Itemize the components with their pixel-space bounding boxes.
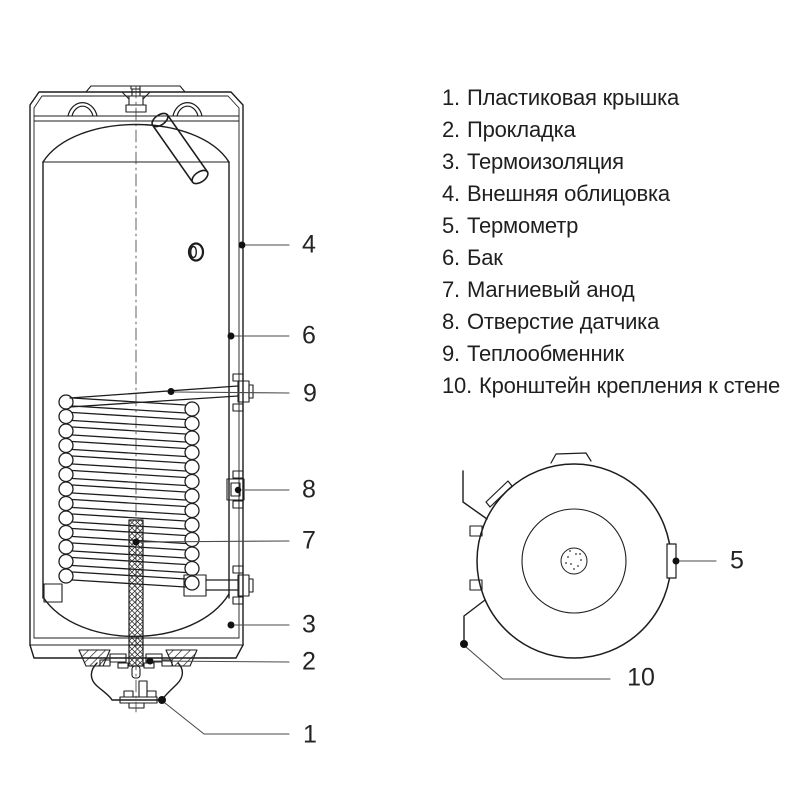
- legend-item: 6.Бак: [442, 242, 780, 274]
- top-view-callout-dots: [460, 557, 680, 648]
- legend-item-number: 10.: [442, 373, 472, 398]
- wall-bracket: [462, 470, 488, 642]
- legend-item: 8.Отверстие датчика: [442, 306, 780, 338]
- main-callout-dots: [132, 241, 246, 704]
- callout-number-1: 1: [303, 720, 317, 749]
- upper-left-tab: [485, 480, 513, 508]
- top-view-anode-port: [560, 547, 588, 575]
- legend-item-number: 7.: [442, 277, 460, 302]
- legend-item-number: 4.: [442, 181, 460, 206]
- top-view: [460, 452, 717, 680]
- inlet-pipe: [151, 112, 209, 185]
- legend-item: 1.Пластиковая крышка: [442, 82, 780, 114]
- callout-number-10: 10: [627, 663, 655, 692]
- main-callout-lines: [139, 244, 290, 735]
- callout-number-2: 2: [302, 647, 316, 676]
- legend-item-number: 2.: [442, 117, 460, 142]
- legend-item: 7.Магниевый анод: [442, 274, 780, 306]
- top-view-outer-circle: [476, 463, 672, 659]
- callout-number-5: 5: [730, 546, 744, 575]
- anode-port-stipple: [565, 550, 582, 570]
- top-tab: [550, 452, 592, 464]
- gasket-left: [78, 649, 111, 667]
- legend-item-number: 8.: [442, 309, 460, 334]
- legend-item: 5.Термометр: [442, 210, 780, 242]
- top-view-inner-circle: [521, 508, 627, 614]
- legend-item-label: Прокладка: [466, 117, 576, 142]
- legend-item-label: Отверстие датчика: [466, 309, 660, 334]
- legend-item-number: 5.: [442, 213, 460, 238]
- legend-item-number: 9.: [442, 341, 460, 366]
- legend: 1.Пластиковая крышка 2.Прокладка 3.Термо…: [442, 82, 780, 402]
- legend-item-number: 1.: [442, 85, 460, 110]
- legend-item-label: Теплообменник: [466, 341, 624, 366]
- legend-item-number: 6.: [442, 245, 460, 270]
- callout-number-9: 9: [303, 379, 317, 408]
- plastic-cover: [90, 662, 184, 709]
- callout-number-3: 3: [302, 610, 316, 639]
- legend-item-label: Бак: [466, 245, 503, 270]
- main-cutaway-view: [29, 85, 290, 735]
- cable-entry-box: [43, 583, 63, 603]
- top-handles: [67, 102, 203, 117]
- legend-item-number: 3.: [442, 149, 460, 174]
- legend-item-label: Термоизоляция: [466, 149, 624, 174]
- legend-item-label: Магниевый анод: [466, 277, 635, 302]
- legend-item: 3.Термоизоляция: [442, 146, 780, 178]
- legend-item: 9.Теплообменник: [442, 338, 780, 370]
- legend-item-label: Внешняя облицовка: [466, 181, 670, 206]
- callout-number-4: 4: [302, 230, 316, 259]
- callout-number-7: 7: [302, 526, 316, 555]
- legend-item-label: Пластиковая крышка: [466, 85, 680, 110]
- sensor-boss: [187, 242, 205, 262]
- callout-number-6: 6: [302, 321, 316, 350]
- coil-upper-fitting: [232, 373, 254, 412]
- callout-number-8: 8: [302, 475, 316, 504]
- legend-item-label: Термометр: [466, 213, 579, 238]
- heat-exchanger-coil: [58, 385, 239, 597]
- gasket-right: [165, 649, 198, 667]
- legend-item: 4.Внешняя облицовка: [442, 178, 780, 210]
- legend-item-label: Кронштейн крепления к стене: [478, 373, 781, 398]
- legend-item: 10.Кронштейн крепления к стене: [442, 370, 780, 402]
- top-view-callout-lines: [465, 560, 717, 680]
- legend-item: 2.Прокладка: [442, 114, 780, 146]
- coil-lower-fitting: [232, 565, 254, 605]
